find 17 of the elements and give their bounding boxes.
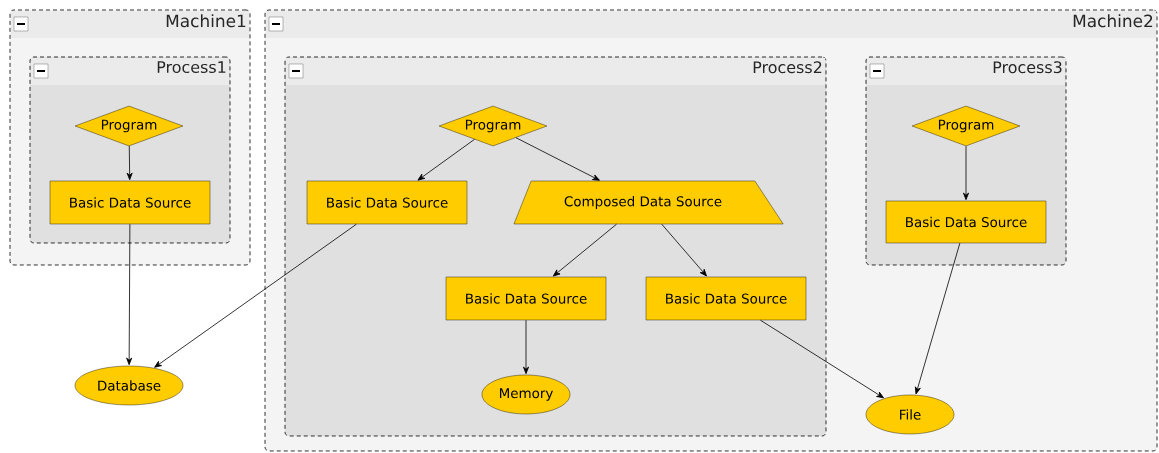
arrow (523, 319, 529, 375)
data-source-box: Basic Data Source (445, 276, 607, 321)
arrow (154, 223, 357, 368)
arrow (515, 137, 600, 181)
arrow (963, 145, 969, 201)
arrow (760, 319, 884, 399)
trapezoid: Composed Data Source (513, 180, 784, 225)
data-source-box: Basic Data Source (645, 276, 807, 321)
data-source-box: Basic Data Source (306, 180, 468, 225)
arrow (914, 242, 961, 395)
arrow (126, 145, 133, 181)
arrow (126, 223, 133, 366)
arrow (417, 138, 475, 181)
arrow (552, 223, 617, 277)
data-source-box: Basic Data Source (49, 180, 211, 225)
arrow (661, 223, 707, 277)
data-source-box: Basic Data Source (885, 200, 1047, 244)
